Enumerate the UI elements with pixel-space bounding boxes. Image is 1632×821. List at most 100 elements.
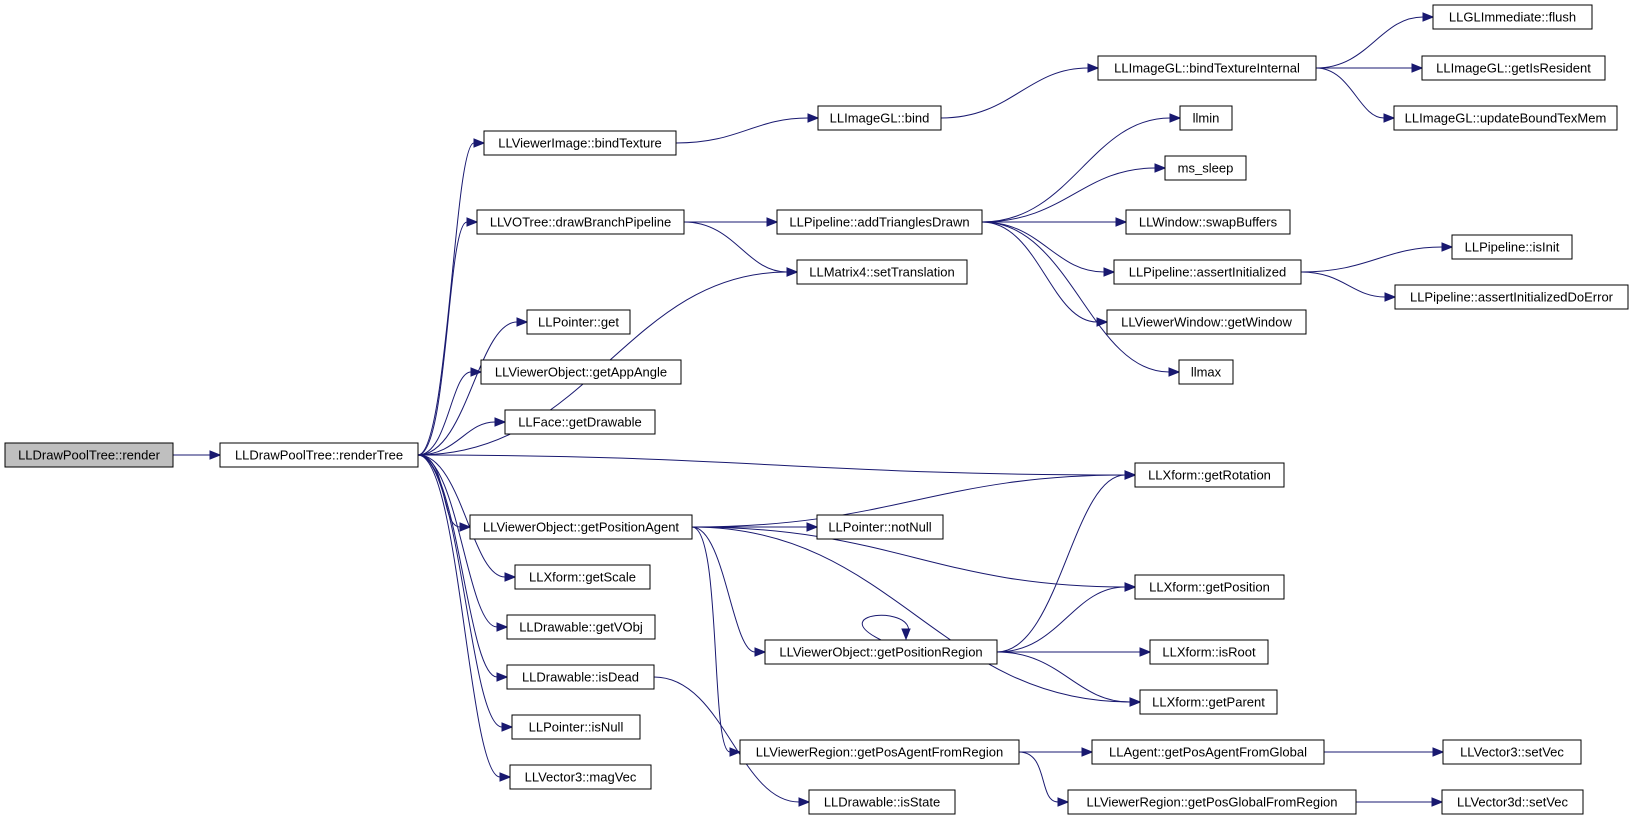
edge-arrowhead	[1154, 163, 1167, 173]
node-isDead[interactable]: LLDrawable::isDead	[506, 664, 655, 690]
node-getRotation[interactable]: LLXform::getRotation	[1134, 462, 1285, 488]
node-render[interactable]: LLDrawPoolTree::render	[4, 442, 174, 468]
node-label: LLVOTree::drawBranchPipeline	[490, 215, 671, 230]
node-setTranslation[interactable]: LLMatrix4::setTranslation	[796, 259, 968, 285]
edge-assertInitialized-to-isInit	[1300, 242, 1454, 273]
node-getPosition[interactable]: LLXform::getPosition	[1134, 574, 1285, 600]
node-assertInitialized[interactable]: LLPipeline::assertInitialized	[1113, 259, 1302, 285]
node-label: LLWindow::swapBuffers	[1139, 215, 1278, 230]
node-ms_sleep[interactable]: ms_sleep	[1164, 155, 1247, 181]
node-getDrawable[interactable]: LLFace::getDrawable	[504, 409, 656, 435]
edge-arrowhead	[516, 317, 529, 327]
node-box	[504, 409, 656, 435]
node-getPositionRegion[interactable]: LLViewerObject::getPositionRegion	[764, 639, 998, 665]
edge-getPositionRegion-to-getParent	[996, 651, 1142, 707]
node-isInit[interactable]: LLPipeline::isInit	[1451, 234, 1573, 260]
node-box	[469, 514, 693, 540]
node-isRoot[interactable]: LLXform::isRoot	[1149, 639, 1269, 665]
edge-arrowhead	[754, 647, 767, 657]
node-getVObj[interactable]: LLDrawable::getVObj	[506, 614, 656, 640]
node-label: LLImageGL::getIsResident	[1436, 61, 1591, 76]
edge-arrowhead	[209, 450, 222, 460]
edge-getPositionRegion-to-getPosition	[996, 582, 1137, 653]
node-label: LLMatrix4::setTranslation	[809, 265, 954, 280]
edge-line	[417, 454, 1126, 476]
edge-line	[996, 651, 1131, 703]
edge-line	[691, 526, 1126, 588]
node-bindTexture[interactable]: LLViewerImage::bindTexture	[483, 130, 677, 156]
node-label: LLPointer::get	[538, 315, 619, 330]
edge-line	[417, 142, 475, 456]
node-llmin[interactable]: llmin	[1179, 105, 1233, 131]
edge-getPositionAgent-to-getPositionRegion	[691, 526, 767, 657]
edge-line	[996, 474, 1126, 653]
edge-line	[683, 221, 788, 273]
edge-getPosAgentFromRegion-to-getPosAgentFromGlobal	[1019, 747, 1094, 757]
edge-render-to-renderTree	[172, 450, 222, 460]
edge-renderTree-to-getRotation	[417, 454, 1137, 480]
node-getParent[interactable]: LLXform::getParent	[1139, 689, 1278, 715]
node-getAppAngle[interactable]: LLViewerObject::getAppAngle	[480, 359, 682, 385]
node-isNull[interactable]: LLPointer::isNull	[511, 714, 641, 740]
node-label: LLXform::getScale	[529, 570, 636, 585]
edge-drawBranchPipeline-to-setTranslation	[683, 221, 799, 277]
node-updateBoundTexMem[interactable]: LLImageGL::updateBoundTexMem	[1393, 105, 1618, 131]
node-imageBind[interactable]: LLImageGL::bind	[817, 105, 942, 131]
node-v3setVec[interactable]: LLVector3::setVec	[1442, 739, 1582, 765]
node-getPositionAgent[interactable]: LLViewerObject::getPositionAgent	[469, 514, 693, 540]
node-getPosGlobalFromRegion[interactable]: LLViewerRegion::getPosGlobalFromRegion	[1067, 789, 1357, 815]
node-box	[1441, 789, 1584, 815]
edge-line	[940, 67, 1089, 119]
node-v3dsetVec[interactable]: LLVector3d::setVec	[1441, 789, 1584, 815]
edge-arrowhead	[1115, 217, 1128, 227]
node-drawBranchPipeline[interactable]: LLVOTree::drawBranchPipeline	[476, 209, 685, 235]
edge-line	[1300, 246, 1443, 273]
edge-bindTexture-to-imageBind	[675, 113, 820, 144]
node-getScale[interactable]: LLXform::getScale	[514, 564, 651, 590]
node-box	[506, 664, 655, 690]
edge-arrowhead	[1124, 470, 1137, 480]
node-pointerGet[interactable]: LLPointer::get	[526, 309, 631, 335]
node-magVec[interactable]: LLVector3::magVec	[509, 764, 652, 790]
node-getPosAgentFromRegion[interactable]: LLViewerRegion::getPosAgentFromRegion	[739, 739, 1020, 765]
node-box	[1106, 309, 1307, 335]
node-isState[interactable]: LLDrawable::isState	[808, 789, 956, 815]
node-assertInitializedDoError[interactable]: LLPipeline::assertInitializedDoError	[1394, 284, 1629, 310]
edge-getPositionRegion-to-isRoot	[997, 647, 1152, 657]
edge-line	[417, 454, 498, 628]
edge-renderTree-to-getAppAngle	[417, 367, 483, 456]
node-addTrianglesDrawn[interactable]: LLPipeline::addTrianglesDrawn	[776, 209, 983, 235]
node-box	[480, 359, 682, 385]
node-getPosAgentFromGlobal[interactable]: LLAgent::getPosAgentFromGlobal	[1091, 739, 1325, 765]
node-label: LLImageGL::updateBoundTexMem	[1405, 111, 1607, 126]
node-getIsResident[interactable]: LLImageGL::getIsResident	[1421, 55, 1606, 81]
node-label: LLViewerWindow::getWindow	[1121, 315, 1292, 330]
node-label: LLGLImmediate::flush	[1449, 10, 1576, 25]
edge-arrowhead	[1422, 12, 1435, 22]
node-bindTextureInternal[interactable]: LLImageGL::bindTextureInternal	[1097, 55, 1317, 81]
edge-arrowhead	[1384, 292, 1397, 302]
node-box	[776, 209, 983, 235]
node-box	[739, 739, 1020, 765]
node-swapBuffers[interactable]: LLWindow::swapBuffers	[1125, 209, 1291, 235]
edge-imageBind-to-bindTextureInternal	[940, 63, 1100, 119]
edge-arrowhead	[504, 572, 517, 582]
node-getWindow[interactable]: LLViewerWindow::getWindow	[1106, 309, 1307, 335]
node-renderTree[interactable]: LLDrawPoolTree::renderTree	[219, 442, 419, 468]
edge-arrowhead	[470, 367, 483, 377]
edge-line	[417, 321, 518, 456]
node-llmax[interactable]: llmax	[1178, 359, 1234, 385]
node-box	[1442, 739, 1582, 765]
edge-renderTree-to-isDead	[417, 454, 509, 682]
node-notNull[interactable]: LLPointer::notNull	[816, 514, 944, 540]
node-box	[1097, 55, 1317, 81]
node-label: LLViewerImage::bindTexture	[498, 136, 662, 151]
node-flush[interactable]: LLGLImmediate::flush	[1432, 4, 1593, 30]
edge-arrowhead	[473, 138, 486, 148]
edge-bindTextureInternal-to-updateBoundTexMem	[1315, 67, 1396, 123]
edge-renderTree-to-isNull	[417, 454, 514, 732]
node-label: LLVector3::setVec	[1460, 745, 1564, 760]
node-box	[1067, 789, 1357, 815]
edge-line	[1300, 271, 1386, 298]
